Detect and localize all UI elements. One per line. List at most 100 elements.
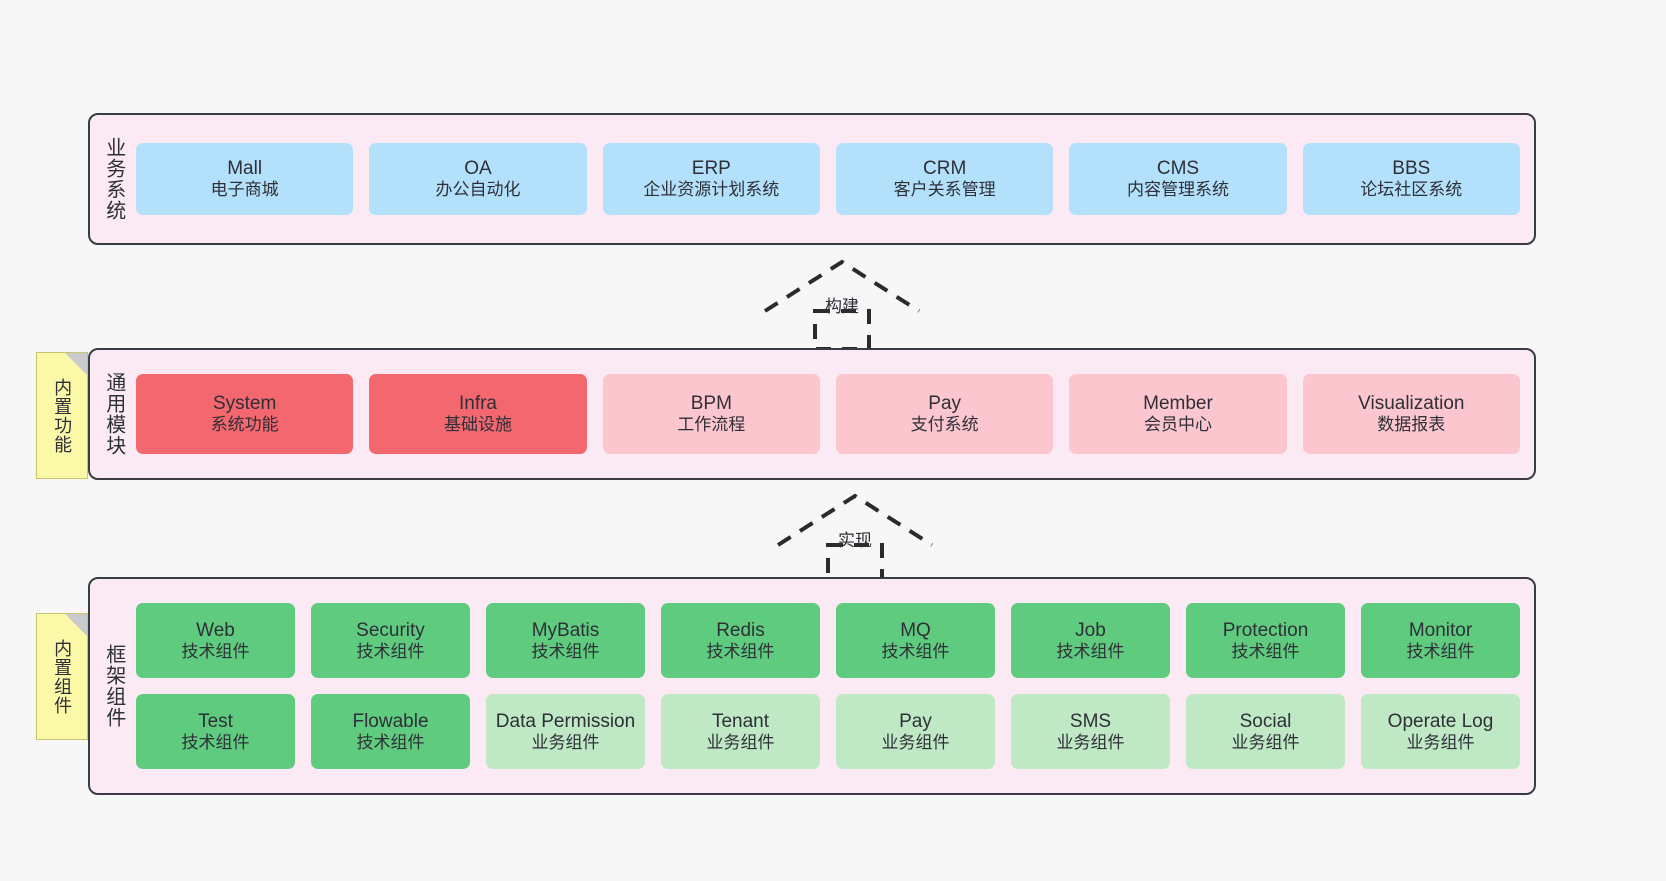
card-title: MQ bbox=[900, 619, 931, 641]
card-erp[interactable]: ERP 企业资源计划系统 bbox=[602, 143, 820, 215]
card-subtitle: 会员中心 bbox=[1143, 415, 1212, 435]
card-system[interactable]: System 系统功能 bbox=[136, 374, 354, 454]
card-subtitle: 基础设施 bbox=[443, 415, 512, 435]
card-title: OA bbox=[464, 158, 492, 180]
card-test[interactable]: Test 技术组件 bbox=[136, 694, 295, 769]
page-fold-icon bbox=[65, 353, 87, 375]
card-bpm[interactable]: BPM 工作流程 bbox=[602, 374, 820, 454]
layer-framework-components: 框架组件 Web 技术组件 Security 技术组件 MyBatis 技术组件… bbox=[88, 577, 1536, 795]
card-subtitle: 技术组件 bbox=[356, 641, 425, 661]
card-subtitle: 技术组件 bbox=[1406, 641, 1475, 661]
card-subtitle: 业务组件 bbox=[1406, 732, 1475, 752]
card-visualization[interactable]: Visualization 数据报表 bbox=[1302, 374, 1520, 454]
card-title: Web bbox=[196, 619, 235, 641]
card-title: Pay bbox=[899, 710, 932, 732]
card-data-permission[interactable]: Data Permission 业务组件 bbox=[486, 694, 645, 769]
card-operate-log[interactable]: Operate Log 业务组件 bbox=[1361, 694, 1520, 769]
card-title: Operate Log bbox=[1387, 710, 1494, 732]
card-redis[interactable]: Redis 技术组件 bbox=[661, 603, 820, 678]
card-title: MyBatis bbox=[531, 619, 600, 641]
card-subtitle: 办公自动化 bbox=[435, 180, 521, 200]
card-title: Test bbox=[198, 710, 233, 732]
card-row: Web 技术组件 Security 技术组件 MyBatis 技术组件 Redi… bbox=[136, 603, 1520, 678]
card-subtitle: 业务组件 bbox=[1231, 732, 1300, 752]
sticky-note-label: 内置组件 bbox=[52, 638, 73, 715]
card-job[interactable]: Job 技术组件 bbox=[1011, 603, 1170, 678]
card-subtitle: 技术组件 bbox=[881, 641, 950, 661]
card-cms[interactable]: CMS 内容管理系统 bbox=[1069, 143, 1287, 215]
layer-body-framework-components: Web 技术组件 Security 技术组件 MyBatis 技术组件 Redi… bbox=[136, 579, 1534, 793]
layer-business-systems: 业务系统 Mall 电子商城 OA 办公自动化 ERP 企业资源计划系统 CRM… bbox=[88, 113, 1536, 245]
card-title: CMS bbox=[1156, 158, 1200, 180]
card-row: System 系统功能 Infra 基础设施 BPM 工作流程 Pay 支付系统… bbox=[136, 374, 1520, 454]
card-title: Monitor bbox=[1408, 619, 1473, 641]
card-web[interactable]: Web 技术组件 bbox=[136, 603, 295, 678]
generalization-arrow-build: 构建 bbox=[757, 256, 927, 351]
card-subtitle: 技术组件 bbox=[1056, 641, 1125, 661]
card-subtitle: 电子商城 bbox=[210, 180, 279, 200]
card-security[interactable]: Security 技术组件 bbox=[311, 603, 470, 678]
layer-common-modules: 通用模块 System 系统功能 Infra 基础设施 BPM 工作流程 Pay… bbox=[88, 348, 1536, 480]
card-title: Infra bbox=[458, 393, 497, 415]
layer-caption-framework-components: 框架组件 bbox=[102, 644, 125, 728]
arrow-label-realize: 实现 bbox=[838, 531, 872, 550]
card-infra[interactable]: Infra 基础设施 bbox=[369, 374, 587, 454]
card-protection[interactable]: Protection 技术组件 bbox=[1186, 603, 1345, 678]
sticky-note-builtin-function: 内置功能 bbox=[36, 352, 88, 479]
card-subtitle: 业务组件 bbox=[531, 732, 600, 752]
card-mybatis[interactable]: MyBatis 技术组件 bbox=[486, 603, 645, 678]
layer-body-business-systems: Mall 电子商城 OA 办公自动化 ERP 企业资源计划系统 CRM 客户关系… bbox=[136, 115, 1534, 243]
card-oa[interactable]: OA 办公自动化 bbox=[369, 143, 587, 215]
card-subtitle: 系统功能 bbox=[210, 415, 279, 435]
card-mq[interactable]: MQ 技术组件 bbox=[836, 603, 995, 678]
card-title: Job bbox=[1075, 619, 1106, 641]
card-subtitle: 数据报表 bbox=[1377, 415, 1446, 435]
card-social[interactable]: Social 业务组件 bbox=[1186, 694, 1345, 769]
card-subtitle: 内容管理系统 bbox=[1126, 180, 1229, 200]
card-title: SMS bbox=[1069, 710, 1112, 732]
card-title: BPM bbox=[690, 393, 732, 415]
card-title: Protection bbox=[1222, 619, 1309, 641]
card-sms[interactable]: SMS 业务组件 bbox=[1011, 694, 1170, 769]
generalization-arrow-realize: 实现 bbox=[770, 490, 940, 585]
card-subtitle: 业务组件 bbox=[706, 732, 775, 752]
layer-caption-business-systems: 业务系统 bbox=[102, 137, 125, 221]
card-subtitle: 论坛社区系统 bbox=[1360, 180, 1463, 200]
card-subtitle: 技术组件 bbox=[531, 641, 600, 661]
page-fold-icon bbox=[65, 614, 87, 636]
sticky-note-label: 内置功能 bbox=[52, 377, 73, 454]
card-row: Test 技术组件 Flowable 技术组件 Data Permission … bbox=[136, 694, 1520, 769]
card-flowable[interactable]: Flowable 技术组件 bbox=[311, 694, 470, 769]
card-pay-module[interactable]: Pay 支付系统 bbox=[835, 374, 1054, 454]
card-tenant[interactable]: Tenant 业务组件 bbox=[661, 694, 820, 769]
layer-caption-common-modules: 通用模块 bbox=[102, 372, 125, 456]
card-title: Flowable bbox=[352, 710, 429, 732]
card-row: Mall 电子商城 OA 办公自动化 ERP 企业资源计划系统 CRM 客户关系… bbox=[136, 143, 1520, 215]
arrow-label-build: 构建 bbox=[825, 297, 859, 316]
card-title: Redis bbox=[716, 619, 765, 641]
card-bbs[interactable]: BBS 论坛社区系统 bbox=[1302, 143, 1520, 215]
card-mall[interactable]: Mall 电子商城 bbox=[136, 143, 354, 215]
card-subtitle: 业务组件 bbox=[1056, 732, 1125, 752]
card-subtitle: 企业资源计划系统 bbox=[643, 180, 780, 200]
card-subtitle: 业务组件 bbox=[881, 732, 950, 752]
card-crm[interactable]: CRM 客户关系管理 bbox=[835, 143, 1054, 215]
card-title: BBS bbox=[1392, 158, 1431, 180]
card-title: Pay bbox=[928, 393, 962, 415]
card-subtitle: 技术组件 bbox=[181, 732, 250, 752]
card-title: Member bbox=[1143, 393, 1213, 415]
card-subtitle: 技术组件 bbox=[706, 641, 775, 661]
card-title: CRM bbox=[923, 158, 967, 180]
card-monitor[interactable]: Monitor 技术组件 bbox=[1361, 603, 1520, 678]
card-member[interactable]: Member 会员中心 bbox=[1069, 374, 1287, 454]
card-subtitle: 支付系统 bbox=[910, 415, 979, 435]
card-subtitle: 技术组件 bbox=[1231, 641, 1300, 661]
card-title: Social bbox=[1239, 710, 1292, 732]
card-subtitle: 工作流程 bbox=[677, 415, 746, 435]
card-title: Security bbox=[356, 619, 425, 641]
card-pay-component[interactable]: Pay 业务组件 bbox=[836, 694, 995, 769]
card-title: ERP bbox=[691, 158, 731, 180]
card-subtitle: 客户关系管理 bbox=[893, 180, 996, 200]
layer-body-common-modules: System 系统功能 Infra 基础设施 BPM 工作流程 Pay 支付系统… bbox=[136, 350, 1534, 478]
